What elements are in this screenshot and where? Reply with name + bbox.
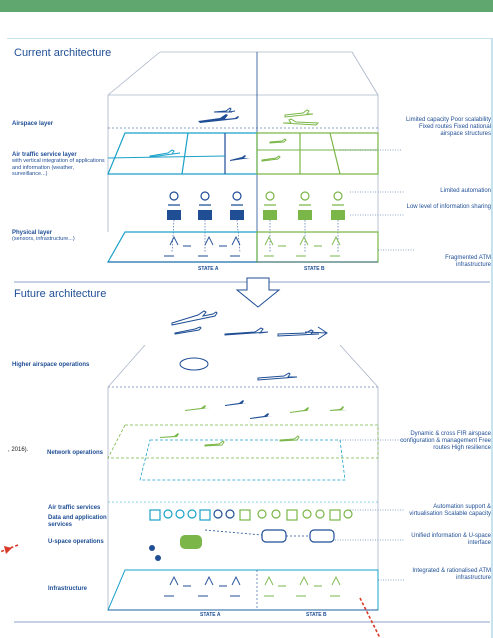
ats-slab-current xyxy=(107,132,379,175)
infrastructure-label: Infrastructure xyxy=(48,586,88,592)
airship-icon xyxy=(179,357,209,371)
controller-icons-current xyxy=(168,191,344,206)
red-pointers xyxy=(0,544,381,638)
physical-slab-current xyxy=(106,231,379,263)
infrastructure-slab-future xyxy=(107,569,379,611)
plane-icon xyxy=(282,118,320,126)
top-bar xyxy=(0,0,493,12)
state-a-label-current: STATE A xyxy=(198,266,219,272)
physical-layer-subtitle: (sensors, infrastructure...) xyxy=(12,236,75,242)
higher-airspace-label: Higher airspace operations xyxy=(12,362,90,368)
current-note-automation: Limited automation xyxy=(440,188,491,194)
future-note-infrastructure: Integrated & rationalised ATM infrastruc… xyxy=(412,568,491,581)
state-b-label-current: STATE B xyxy=(304,266,325,272)
data-application-services-label: Data and application services xyxy=(48,515,107,528)
uspace-operations-label: U-space operations xyxy=(48,539,104,545)
figure-card xyxy=(7,39,491,638)
state-a-label-future: STATE A xyxy=(200,612,221,618)
current-box-outline xyxy=(107,51,379,232)
current-architecture-title: Current architecture xyxy=(14,47,112,59)
plane-icon xyxy=(284,109,314,118)
network-operations-label: Network operations xyxy=(47,450,104,456)
air-traffic-services-label: Air traffic services xyxy=(48,505,101,511)
network-slab xyxy=(107,400,379,481)
higher-airspace-planes xyxy=(171,310,328,381)
ats-layer-label: Air traffic service layer with vertical … xyxy=(12,152,110,178)
state-b-label-future: STATE B xyxy=(306,612,327,618)
ats-icons-future xyxy=(149,509,353,521)
current-note-information: Low level of information sharing xyxy=(406,204,491,210)
physical-layer-label: Physical layer (sensors, infrastructure.… xyxy=(12,230,112,243)
airspace-layer-label: Airspace layer xyxy=(12,121,54,127)
dotted-connectors-current xyxy=(171,219,339,253)
current-note-infrastructure: Fragmented ATM infrastructure xyxy=(445,255,491,268)
leader-lines-future xyxy=(335,439,405,581)
ats-layer-subtitle: with vertical integration of application… xyxy=(12,158,105,177)
future-note-information: Unified information & U-space interface xyxy=(411,533,491,546)
future-note-automation: Automation support & virtualisation Scal… xyxy=(409,504,491,517)
server-icons-current xyxy=(167,210,345,220)
leader-lines-current xyxy=(340,149,415,251)
current-note-capacity: Limited capacity Poor scalability Fixed … xyxy=(405,117,491,137)
cloud-servers-future xyxy=(149,529,335,561)
plane-icon xyxy=(213,107,236,113)
physical-layer-title: Physical layer xyxy=(12,230,53,236)
future-architecture-title: Future architecture xyxy=(14,288,107,300)
citation-fragment: , 2016). xyxy=(8,447,29,453)
ats-layer-title: Air traffic service layer xyxy=(12,152,77,158)
airspace-layer-planes xyxy=(198,107,320,126)
transition-arrow xyxy=(235,277,281,308)
plane-icon xyxy=(198,114,239,123)
future-note-airspace: Dynamic & cross FIR airspace configurati… xyxy=(400,431,491,451)
